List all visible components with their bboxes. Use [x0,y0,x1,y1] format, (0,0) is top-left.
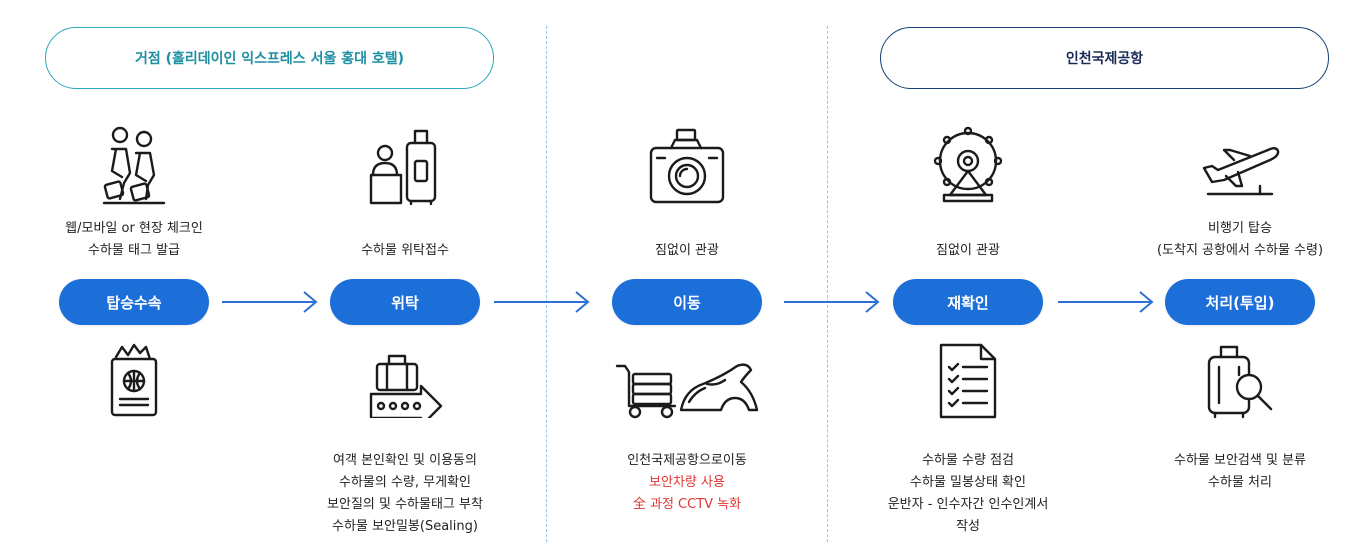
step-bottom-description: 인천국제공항으로이동 보안차량 사용 全 과정 CCTV 녹화 [567,450,807,516]
description-line: 수하물 위탁접수 [361,243,449,258]
step-top-description: 수하물 위탁접수 [285,240,525,262]
section-divider [546,26,547,542]
origin-header-pill: 거점 (홀리데이인 익스프레스 서울 홍대 호텔) [45,27,494,89]
description-line: 짐없이 관광 [655,243,719,258]
description-line: 수하물 보안밀봉(Sealing) [332,519,478,534]
step-button-transfer[interactable]: 이동 [612,279,762,325]
description-line: 수하물 태그 발급 [88,243,180,258]
airport-header-pill: 인천국제공항 [880,27,1329,89]
step-bottom-description: 수하물 보안검색 및 분류 수하물 처리 [1120,450,1360,494]
flow-arrow [494,291,590,313]
highlight-line: 全 과정 CCTV 녹화 [632,497,742,512]
airplane-takeoff-icon [1200,140,1280,196]
step-top-description: 비행기 탑승 (도착지 공항에서 수하물 수령) [1120,218,1360,262]
description-line: 수하물의 수량, 무게확인 [339,475,471,490]
description-line: 수하물 처리 [1208,475,1272,490]
description-line: 비행기 탑승 [1208,221,1272,236]
ferris-wheel-icon [930,125,1006,205]
description-line: 짐없이 관광 [936,243,1000,258]
step-button-consign[interactable]: 위탁 [330,279,480,325]
description-line: 수하물 밀봉상태 확인 [910,475,1026,490]
flow-arrow [1058,291,1154,313]
section-divider [827,26,828,542]
baggage-counter-icon [369,125,441,205]
description-line: 작성 [956,519,980,534]
flow-arrow [784,291,880,313]
step-button-checkin[interactable]: 탑승수속 [59,279,209,325]
travelers-luggage-icon [102,125,166,205]
conveyor-suitcase-icon [367,352,443,418]
step-button-recheck[interactable]: 재확인 [893,279,1043,325]
airport-header-label: 인천국제공항 [1065,51,1144,67]
step-column-consign: 수하물 위탁접수 위탁 여객 본인확인 및 이용동의 수하물의 수량, 무게확인… [285,0,525,560]
step-column-processing: 비행기 탑승 (도착지 공항에서 수하물 수령) 처리(투입) 수하물 보안검색… [1120,0,1360,560]
description-line: 보안질의 및 수하물태그 부착 [327,497,483,512]
passport-icon [106,343,162,417]
description-line: 인천국제공항으로이동 [627,453,747,468]
description-line: 운반자 - 인수자간 인수인계서 [887,497,1049,512]
step-top-description: 짐없이 관광 [567,240,807,262]
description-line: 수하물 보안검색 및 분류 [1174,453,1306,468]
description-line: 수하물 수량 점검 [922,453,1014,468]
step-column-checkin: 웹/모바일 or 현장 체크인 수하물 태그 발급 탑승수속 [14,0,254,560]
step-bottom-description: 여객 본인확인 및 이용동의 수하물의 수량, 무게확인 보안질의 및 수하물태… [285,450,525,538]
description-line: 웹/모바일 or 현장 체크인 [65,221,203,236]
cart-and-vehicle-icon [615,360,759,420]
step-top-description: 웹/모바일 or 현장 체크인 수하물 태그 발급 [14,218,254,262]
step-button-processing[interactable]: 처리(투입) [1165,279,1315,325]
flow-arrow [222,291,318,313]
luggage-inspection-icon [1205,343,1275,419]
checklist-icon [937,343,999,419]
step-column-recheck: 짐없이 관광 재확인 수하물 수량 점검 수하물 밀봉상태 확인 운반자 - 인… [848,0,1088,560]
origin-header-label: 거점 (홀리데이인 익스프레스 서울 홍대 호텔) [134,51,404,67]
description-line: (도착지 공항에서 수하물 수령) [1156,243,1324,258]
step-bottom-description: 수하물 수량 점검 수하물 밀봉상태 확인 운반자 - 인수자간 인수인계서 작… [848,450,1088,538]
camera-icon [647,128,727,206]
description-line: 여객 본인확인 및 이용동의 [333,453,477,468]
step-column-transfer: 짐없이 관광 이동 인천국제공항으로이동 보안차량 사용 全 과정 CCTV 녹… [567,0,807,560]
highlight-line: 보안차량 사용 [649,475,725,490]
step-top-description: 짐없이 관광 [848,240,1088,262]
